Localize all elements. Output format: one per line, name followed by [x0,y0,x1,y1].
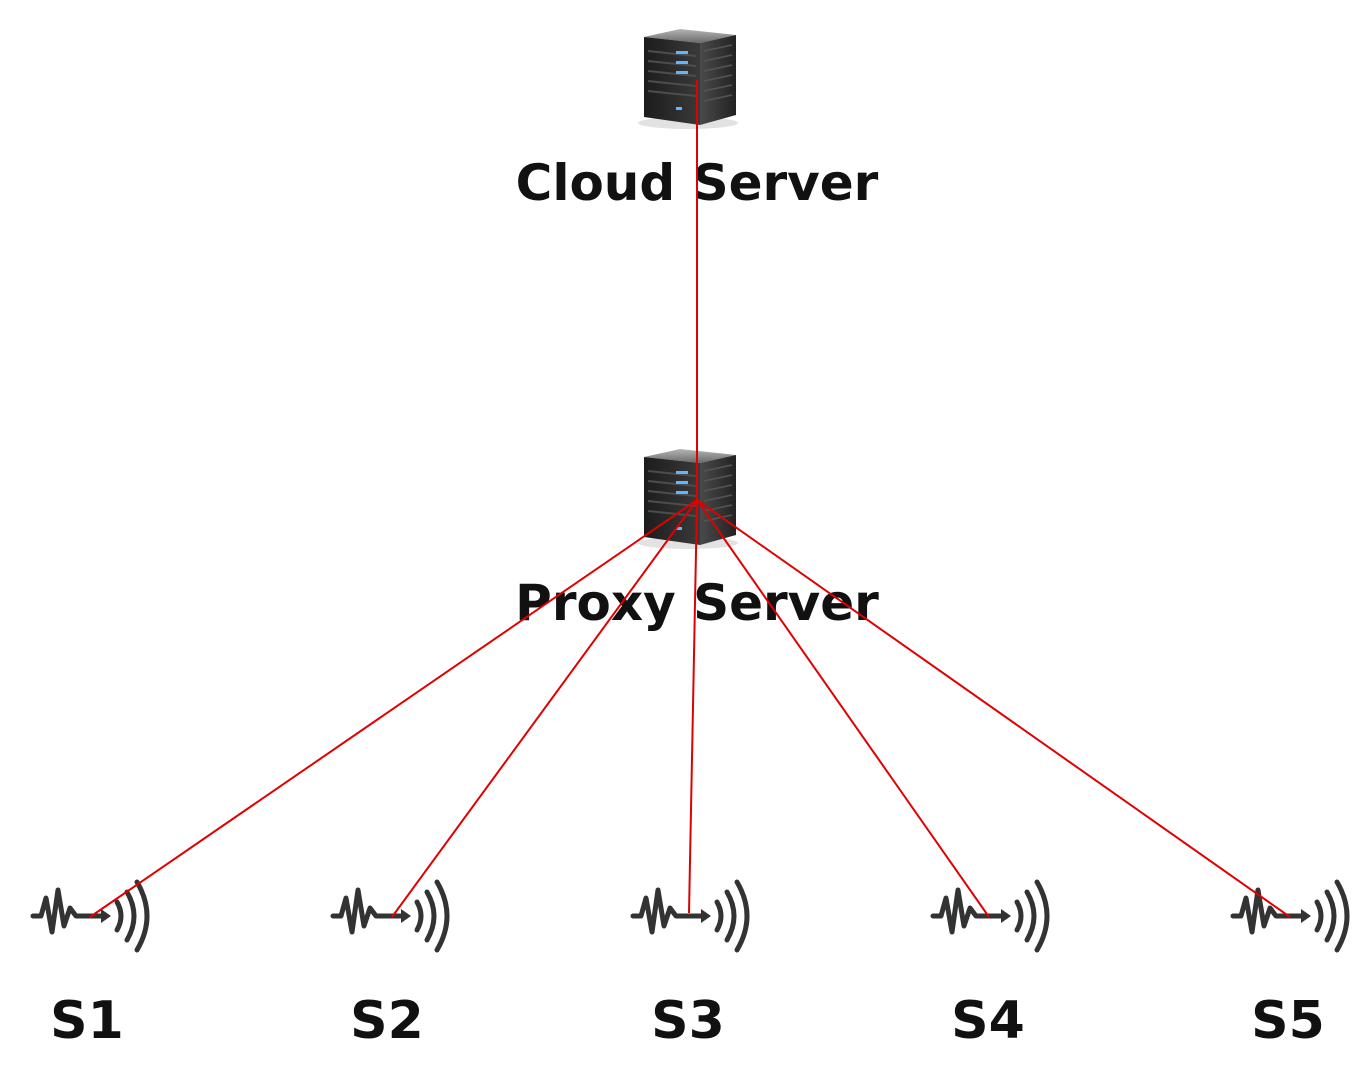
sensor-s1: S1 [33,882,147,1051]
sensor-label: S3 [651,991,725,1051]
link-proxy-s2 [391,499,698,918]
proxy-server-label: Proxy Server [515,574,879,632]
sensor-s3: S3 [633,882,747,1051]
links [89,80,1291,918]
sensor-label: S2 [350,991,424,1051]
link-proxy-s1 [89,499,698,918]
link-proxy-s4 [696,499,990,918]
sensor-s2: S2 [333,882,447,1051]
sensor-s4: S4 [933,882,1047,1051]
sensor-label: S4 [951,991,1025,1051]
server-tower-icon [637,448,739,550]
sensor-label: S1 [50,991,124,1051]
sensor-s5: S5 [1233,882,1347,1051]
server-tower-icon [637,28,739,130]
sensor-signal-icon [333,882,447,950]
link-proxy-s5 [696,499,1291,918]
link-proxy-s3 [688,499,698,914]
sensor-label: S5 [1251,991,1325,1051]
sensor-signal-icon [933,882,1047,950]
